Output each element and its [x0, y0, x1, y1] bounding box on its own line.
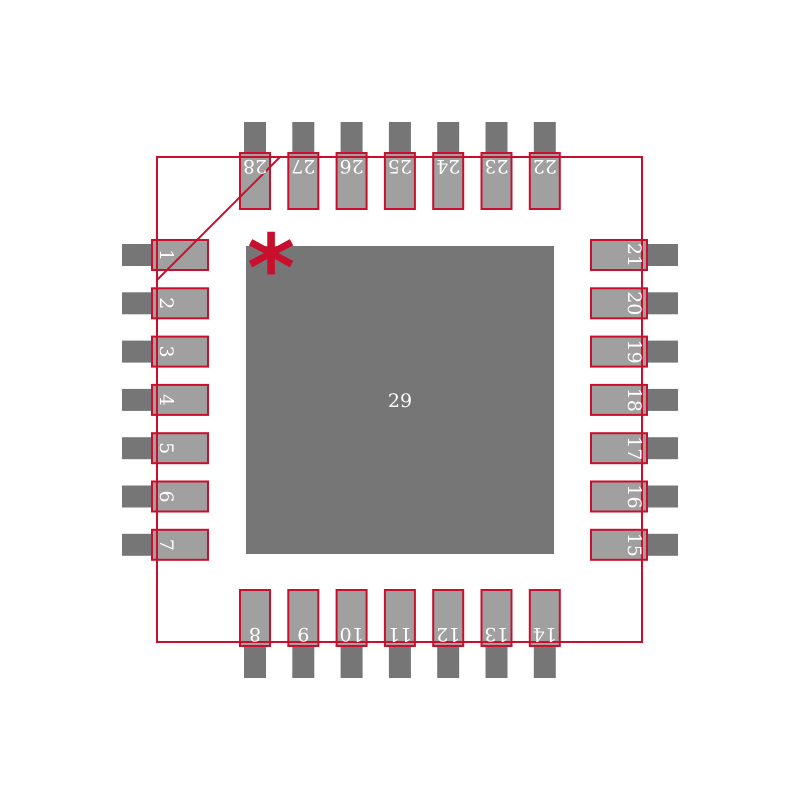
pin1-marker: * — [247, 215, 295, 322]
paste-layer — [151, 152, 648, 647]
pin-13-pad — [480, 589, 513, 647]
pin-21-label: 21 — [623, 243, 645, 267]
pin-24-label: 24 — [436, 155, 460, 177]
pin-18-label: 18 — [623, 388, 645, 412]
pin-19-pad — [590, 335, 648, 368]
pin-28-label: 28 — [243, 155, 267, 177]
pin-17-label: 17 — [623, 436, 645, 460]
pin-11-pad — [383, 589, 416, 647]
pin-15-label: 15 — [623, 533, 645, 557]
pin-11-label: 11 — [388, 623, 412, 645]
pin-14-label: 14 — [533, 623, 557, 645]
pin-22-label: 22 — [533, 155, 557, 177]
pin-7-label: 7 — [155, 539, 177, 551]
pin-18-pad — [590, 383, 648, 416]
pin-9-pad — [287, 589, 320, 647]
exposed-pad — [246, 246, 554, 554]
pin-12-label: 12 — [436, 623, 460, 645]
pin-3-label: 3 — [155, 346, 177, 358]
pin-15-pad — [590, 528, 648, 561]
pin-21-pad — [590, 239, 648, 271]
exposed-pad-label: 29 — [388, 390, 412, 412]
pin-20-pad — [590, 287, 648, 320]
pin-5-pad — [151, 432, 209, 465]
pin-23-label: 23 — [484, 155, 508, 177]
pin-14-pad — [528, 589, 561, 647]
pin-27-label: 27 — [291, 155, 315, 177]
pin-2-pad — [151, 287, 209, 320]
pin-23-pad — [480, 152, 513, 210]
pin-6-label: 6 — [155, 490, 177, 502]
pin1-chamfer-line — [156, 156, 281, 281]
pin-22-pad — [528, 152, 561, 210]
pin-1-label: 1 — [155, 249, 177, 261]
pin-24-pad — [432, 152, 465, 210]
pin-3-pad — [151, 335, 209, 368]
pin-25-pad — [383, 152, 416, 210]
pin-26-label: 26 — [340, 155, 364, 177]
pin-25-label: 25 — [388, 155, 412, 177]
body-outline — [156, 156, 643, 643]
pin-9-label: 9 — [297, 623, 309, 645]
pin-10-pad — [335, 589, 368, 647]
pin-19-label: 19 — [623, 340, 645, 364]
pin-8-pad — [239, 589, 271, 647]
pin-26-pad — [335, 152, 368, 210]
pin-27-pad — [287, 152, 320, 210]
pin-7-pad — [151, 528, 209, 561]
pin-8-label: 8 — [249, 623, 261, 645]
pin-12-pad — [432, 589, 465, 647]
pin-2-label: 2 — [155, 297, 177, 309]
pin-6-pad — [151, 480, 209, 513]
pin-17-pad — [590, 432, 648, 465]
pin-10-label: 10 — [340, 623, 364, 645]
pin-4-pad — [151, 383, 209, 416]
pin-13-label: 13 — [484, 623, 508, 645]
pin-1-pad — [151, 239, 209, 271]
pin-20-label: 20 — [623, 291, 645, 315]
pin-4-label: 4 — [155, 394, 177, 406]
pin-16-pad — [590, 480, 648, 513]
silkscreen-outline — [156, 156, 643, 643]
pin-5-label: 5 — [155, 442, 177, 454]
pin-16-label: 16 — [623, 484, 645, 508]
